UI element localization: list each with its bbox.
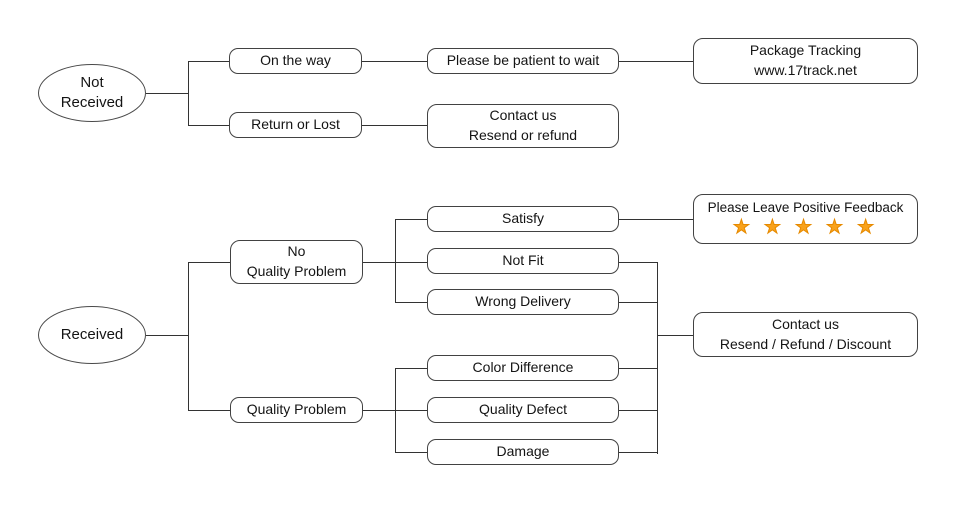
node-positive-feedback-label: Please Leave Positive Feedback xyxy=(707,200,904,216)
connector-line xyxy=(188,261,230,263)
node-satisfy-label: Satisfy xyxy=(501,210,544,227)
connector-line xyxy=(657,261,659,454)
connector-line xyxy=(188,60,229,62)
node-be-patient-label: Please be patient to wait xyxy=(446,52,600,69)
node-package-tracking-label: Package Tracking www.17track.net xyxy=(749,42,862,78)
node-not-received-label: Not Received xyxy=(60,73,124,111)
node-contact-resend-refund-discount-label: Contact us Resend / Refund / Discount xyxy=(719,315,892,352)
connector-line xyxy=(188,124,229,126)
node-wrong-delivery-label: Wrong Delivery xyxy=(475,293,571,310)
connector-line xyxy=(619,60,693,62)
connector-line xyxy=(188,261,190,411)
connector-line xyxy=(188,409,230,411)
connector-line xyxy=(395,219,427,221)
node-not-received: Not Received xyxy=(38,64,146,122)
node-quality-problem: Quality Problem xyxy=(230,397,363,423)
node-return-or-lost-label: Return or Lost xyxy=(251,116,340,133)
connector-line xyxy=(619,302,657,304)
node-not-fit-label: Not Fit xyxy=(502,252,544,269)
node-on-the-way-label: On the way xyxy=(260,52,331,69)
node-no-quality-problem-label: No Quality Problem xyxy=(246,243,347,279)
connector-line xyxy=(619,368,657,370)
node-wrong-delivery: Wrong Delivery xyxy=(427,289,619,315)
node-quality-problem-label: Quality Problem xyxy=(246,401,347,418)
node-be-patient: Please be patient to wait xyxy=(427,48,619,74)
node-on-the-way: On the way xyxy=(229,48,362,74)
node-quality-defect: Quality Defect xyxy=(427,397,619,423)
node-received-label: Received xyxy=(60,325,124,343)
connector-line xyxy=(395,219,397,303)
node-not-fit: Not Fit xyxy=(427,248,619,274)
connector-line xyxy=(619,452,657,454)
node-no-quality-problem: No Quality Problem xyxy=(230,240,363,284)
node-package-tracking: Package Tracking www.17track.net xyxy=(693,38,918,84)
connector-line xyxy=(657,334,693,336)
node-contact-resend-refund: Contact us Resend or refund xyxy=(427,104,619,148)
node-quality-defect-label: Quality Defect xyxy=(479,401,567,418)
connector-line xyxy=(395,368,397,453)
star-rating-icons: ★ ★ ★ ★ ★ xyxy=(732,215,879,238)
node-satisfy: Satisfy xyxy=(427,206,619,232)
connector-line xyxy=(619,409,657,411)
node-positive-feedback: Please Leave Positive Feedback ★ ★ ★ ★ ★ xyxy=(693,194,918,244)
connector-line xyxy=(395,368,427,370)
node-received: Received xyxy=(38,306,146,364)
connector-line xyxy=(362,60,427,62)
connector-line xyxy=(146,334,188,336)
connector-line xyxy=(395,452,427,454)
node-damage: Damage xyxy=(427,439,619,465)
node-damage-label: Damage xyxy=(496,443,550,460)
connector-line xyxy=(619,219,693,221)
connector-line xyxy=(362,124,427,126)
connector-line xyxy=(395,302,427,304)
connector-line xyxy=(619,261,657,263)
node-contact-resend-refund-discount: Contact us Resend / Refund / Discount xyxy=(693,312,918,357)
connector-line xyxy=(188,60,190,126)
node-return-or-lost: Return or Lost xyxy=(229,112,362,138)
connector-line xyxy=(146,92,188,94)
node-color-difference-label: Color Difference xyxy=(472,359,574,376)
node-contact-resend-refund-label: Contact us Resend or refund xyxy=(468,107,578,143)
node-color-difference: Color Difference xyxy=(427,355,619,381)
